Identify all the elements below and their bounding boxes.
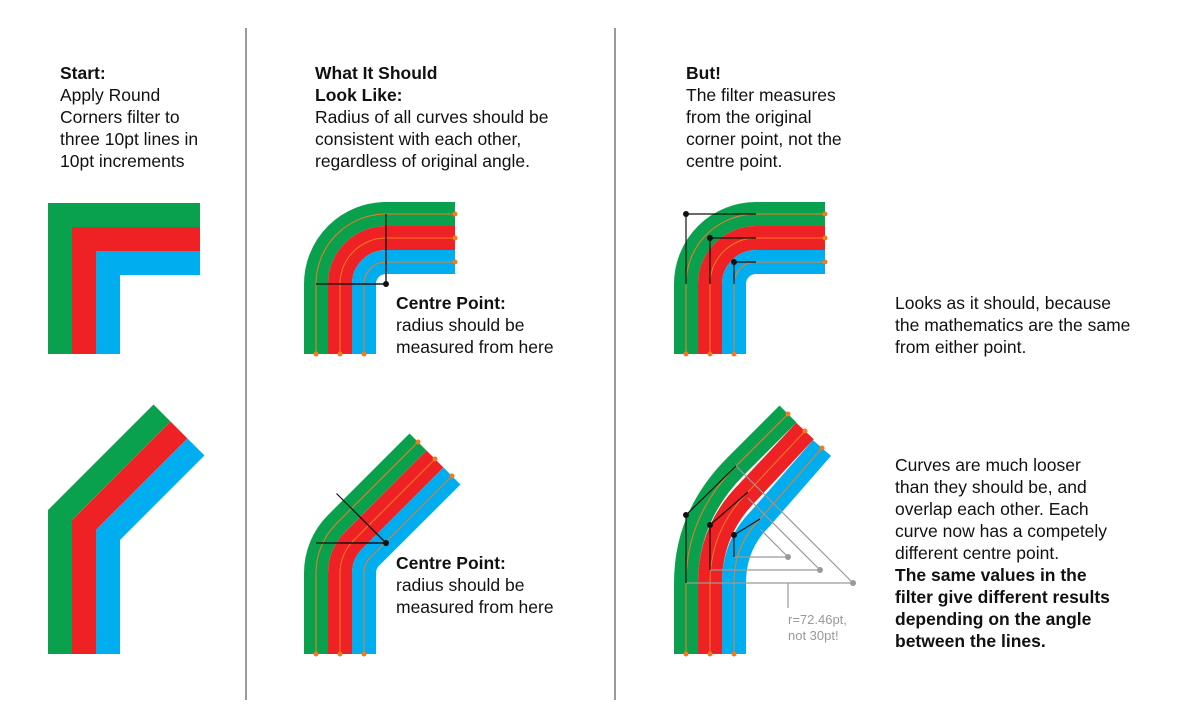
guide-path <box>315 441 419 654</box>
centre-point-marker <box>383 540 389 546</box>
should-look-line: Radius of all curves should be <box>315 107 549 127</box>
ideal-angled-curves <box>304 433 461 657</box>
anchor-point <box>361 351 367 357</box>
anchor-point <box>337 651 343 657</box>
anchor-point <box>432 456 438 462</box>
angle-note-bold: filter give different results <box>895 587 1110 607</box>
should-look-heading: Look Like: <box>315 85 403 105</box>
anchor-point <box>819 445 825 451</box>
corner-point-marker <box>731 259 737 265</box>
corner-point-marker <box>707 235 713 241</box>
anchor-point <box>822 235 828 241</box>
anchor-point <box>313 351 319 357</box>
anchor-point <box>361 651 367 657</box>
green-line <box>48 203 200 354</box>
ideal-right-angle-curves <box>304 202 458 357</box>
filter-angled-curves <box>674 405 856 657</box>
should-look-line: regardless of original angle. <box>315 151 530 171</box>
anchor-point <box>683 651 689 657</box>
start-line: Corners filter to <box>60 107 180 127</box>
guide-path <box>339 237 455 354</box>
anchor-point <box>707 351 713 357</box>
should-look-line: consistent with each other, <box>315 129 522 149</box>
blue-line <box>96 438 205 654</box>
angle-note: overlap each other. Each <box>895 499 1089 519</box>
corner-point-marker <box>731 532 737 538</box>
radius-note: not 30pt! <box>788 628 839 643</box>
right-angle-note: Looks as it should, because <box>895 293 1111 313</box>
centre-point-desc-bottom: measured from here <box>396 597 554 617</box>
angle-note: Curves are much looser <box>895 455 1081 475</box>
anchor-point <box>452 211 458 217</box>
angle-note: than they should be, and <box>895 477 1087 497</box>
but-heading: But! <box>686 63 721 83</box>
anchor-point <box>822 211 828 217</box>
angle-note-bold: between the lines. <box>895 631 1046 651</box>
start-heading: Start: <box>60 63 106 83</box>
centre-point-label-top: Centre Point: <box>396 293 506 313</box>
blue-curve <box>352 250 455 354</box>
column-divider-right <box>614 28 616 700</box>
anchor-point <box>449 473 455 479</box>
anchor-point <box>731 351 737 357</box>
corner-point-marker <box>683 211 689 217</box>
anchor-point <box>415 439 421 445</box>
red-line <box>72 421 188 654</box>
start-line: three 10pt lines in <box>60 129 199 149</box>
radius-note: r=72.46pt, <box>788 612 847 627</box>
corner-point-marker <box>707 522 713 528</box>
displaced-centre-marker <box>817 567 823 573</box>
red-line <box>72 227 200 354</box>
start-angled-lines <box>48 404 205 654</box>
guide-path <box>339 458 436 654</box>
centre-point-label-bottom: Centre Point: <box>396 553 506 573</box>
anchor-point <box>802 428 808 434</box>
anchor-point <box>683 351 689 357</box>
angle-note-bold: The same values in the <box>895 565 1087 585</box>
angle-note: different centre point. <box>895 543 1060 563</box>
filter-right-angle-curves <box>674 202 828 357</box>
column-divider-left <box>245 28 247 700</box>
anchor-point <box>785 411 791 417</box>
but-line: The filter measures <box>686 85 836 105</box>
blue-line <box>96 251 200 354</box>
start-right-angle-lines <box>48 203 200 354</box>
guide-path <box>363 261 455 354</box>
but-line: corner point, not the <box>686 129 842 149</box>
displaced-centre-marker <box>785 554 791 560</box>
guide-path <box>363 475 453 654</box>
anchor-point <box>452 235 458 241</box>
displaced-centre-marker <box>850 580 856 586</box>
guide-path <box>315 213 455 354</box>
should-look-heading: What It Should <box>315 63 438 83</box>
green-line <box>48 404 171 654</box>
anchor-point <box>337 351 343 357</box>
anchor-point <box>731 651 737 657</box>
anchor-point <box>313 651 319 657</box>
centre-point-marker <box>383 281 389 287</box>
guide-path <box>685 213 825 354</box>
start-line: 10pt increments <box>60 151 185 171</box>
but-line: centre point. <box>686 151 783 171</box>
corner-point-marker <box>683 512 689 518</box>
but-line: from the original <box>686 107 812 127</box>
anchor-point <box>707 651 713 657</box>
angle-note-bold: depending on the angle <box>895 609 1092 629</box>
right-angle-note: from either point. <box>895 337 1027 357</box>
centre-point-desc-bottom: radius should be <box>396 575 525 595</box>
blue-curve <box>722 250 825 354</box>
centre-point-desc-top: measured from here <box>396 337 554 357</box>
angle-note: curve now has a competely <box>895 521 1108 541</box>
centre-point-desc-top: radius should be <box>396 315 525 335</box>
anchor-point <box>452 259 458 265</box>
right-angle-note: the mathematics are the same <box>895 315 1131 335</box>
anchor-point <box>822 259 828 265</box>
start-line: Apply Round <box>60 85 161 105</box>
